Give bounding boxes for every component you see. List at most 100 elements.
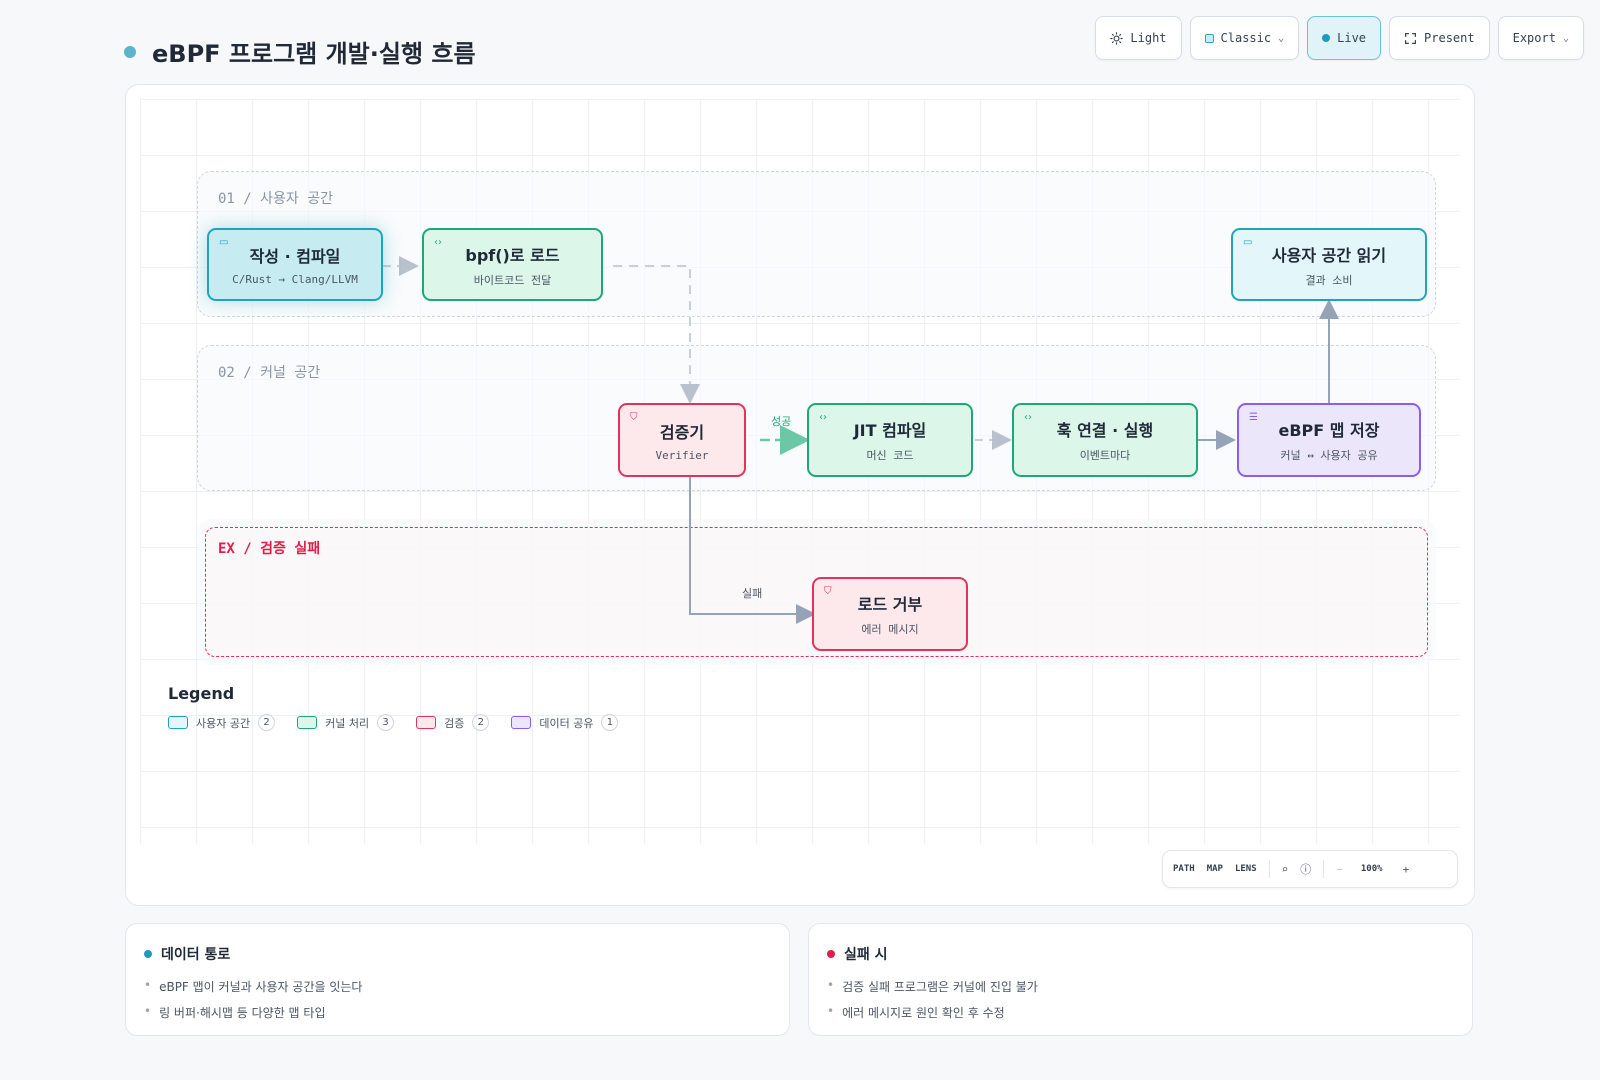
- legend-count: 2: [258, 714, 276, 731]
- legend-label: 사용자 공간: [196, 716, 251, 730]
- node-jit[interactable]: ‹› JIT 컴파일 머신 코드: [807, 403, 973, 477]
- export-label: Export: [1512, 31, 1556, 45]
- node-subtitle: 에러 메시지: [861, 623, 919, 636]
- node-subtitle: 머신 코드: [866, 449, 914, 462]
- zone-label: EX / 검증 실패: [218, 541, 321, 557]
- zone-verify-fail: EX / 검증 실패: [197, 519, 1436, 665]
- node-title: JIT 컴파일: [853, 421, 927, 440]
- shield-icon: ⛉: [630, 412, 638, 423]
- node-title: 로드 거부: [857, 595, 923, 614]
- list-item: 에러 메시지로 원인 확인 후 수정: [827, 1004, 1454, 1021]
- info-card-on-failure: 실패 시 검증 실패 프로그램은 커널에 진입 불가 에러 메시지로 원인 확인…: [808, 923, 1473, 1036]
- node-compile[interactable]: ▭ 작성 · 컴파일 C/Rust → Clang/LLVM: [207, 228, 383, 301]
- theme-label: Classic: [1220, 31, 1272, 45]
- status-dot-icon: [827, 950, 835, 958]
- list-item: eBPF 맵이 커널과 사용자 공간을 잇는다: [144, 978, 771, 995]
- edge-load-verifier: [613, 265, 700, 404]
- node-user-read[interactable]: ▭ 사용자 공간 읽기 결과 소비: [1231, 228, 1427, 301]
- map-button[interactable]: MAP: [1206, 864, 1223, 874]
- theme-select[interactable]: Classic ⌄: [1189, 16, 1300, 60]
- legend-item-verify[interactable]: 검증 2: [416, 714, 490, 731]
- legend-swatch: [416, 716, 437, 729]
- legend-swatch: [168, 716, 188, 729]
- legend-label: 검증: [444, 716, 465, 730]
- help-icon[interactable]: ⓘ: [1300, 863, 1312, 876]
- node-subtitle: 커널 ↔ 사용자 공유: [1280, 449, 1378, 462]
- title-area: eBPF 프로그램 개발·실행 흐름: [124, 34, 476, 69]
- status-dot-icon: [144, 950, 152, 958]
- database-icon: ☰: [1249, 412, 1258, 423]
- sun-icon: [1110, 31, 1124, 45]
- live-button[interactable]: Live: [1307, 16, 1382, 60]
- chevron-down-icon: ⌄: [1278, 32, 1285, 44]
- divider: [1323, 860, 1325, 878]
- node-subtitle: 결과 소비: [1305, 273, 1353, 287]
- node-title: bpf()로 로드: [465, 245, 560, 265]
- node-verifier[interactable]: ⛉ 검증기 Verifier: [618, 403, 746, 477]
- node-subtitle: 바이트코드 전달: [473, 273, 552, 287]
- info-card-header: 실패 시: [827, 944, 1454, 964]
- legend-item-user[interactable]: 사용자 공간 2: [168, 714, 276, 731]
- info-card-title: 실패 시: [844, 947, 888, 963]
- edge-label-success: 성공: [771, 415, 792, 428]
- edge-verifier-reject: [689, 477, 816, 624]
- window-icon: ▭: [1243, 237, 1253, 248]
- node-title: 훅 연결 · 실행: [1056, 421, 1154, 440]
- present-button[interactable]: Present: [1389, 16, 1490, 60]
- toolbar: Light Classic ⌄ Live Present Export ⌄: [1095, 16, 1584, 60]
- node-title: eBPF 맵 저장: [1278, 421, 1380, 440]
- diagram-canvas[interactable]: 01 / 사용자 공간 02 / 커널 공간 EX / 검증 실패 성공 실패 …: [125, 84, 1475, 906]
- legend-label: 데이터 공유: [539, 716, 594, 730]
- node-load[interactable]: ‹› bpf()로 로드 바이트코드 전달: [422, 228, 603, 301]
- code-icon: ‹›: [1024, 412, 1032, 423]
- legend-item-data[interactable]: 데이터 공유 1: [511, 714, 619, 731]
- legend-item-kernel[interactable]: 커널 처리 3: [297, 714, 395, 731]
- shield-icon: ⛉: [824, 586, 832, 597]
- node-ebpf-map[interactable]: ☰ eBPF 맵 저장 커널 ↔ 사용자 공유: [1237, 403, 1421, 477]
- node-subtitle: Verifier: [655, 448, 709, 462]
- light-label: Light: [1130, 31, 1167, 45]
- node-hook[interactable]: ‹› 훅 연결 · 실행 이벤트마다: [1012, 403, 1198, 477]
- list-item: 검증 실패 프로그램은 커널에 진입 불가: [827, 978, 1454, 995]
- page-title: eBPF 프로그램 개발·실행 흐름: [152, 40, 476, 68]
- theme-swatch-icon: [1204, 33, 1214, 43]
- zone-label: 02 / 커널 공간: [218, 365, 321, 381]
- zoom-out-button[interactable]: −: [1336, 862, 1343, 876]
- live-label: Live: [1337, 31, 1367, 45]
- legend: 사용자 공간 2 커널 처리 3 검증 2 데이터 공유 1: [168, 714, 619, 731]
- node-title: 사용자 공간 읽기: [1271, 245, 1387, 265]
- info-card-title: 데이터 통로: [161, 947, 231, 963]
- path-button[interactable]: PATH: [1173, 864, 1195, 874]
- node-title: 검증기: [659, 422, 705, 442]
- info-card-data-path: 데이터 통로 eBPF 맵이 커널과 사용자 공간을 잇는다 링 버퍼·해시맵 …: [125, 923, 790, 1036]
- legend-count: 3: [377, 714, 395, 731]
- node-title: 작성 · 컴파일: [249, 247, 341, 266]
- legend-count: 1: [601, 714, 619, 731]
- legend-label: 커널 처리: [325, 716, 370, 730]
- title-dot: [124, 45, 136, 58]
- edge-label-fail: 실패: [742, 587, 763, 600]
- live-dot-icon: [1322, 34, 1331, 42]
- canvas-controls: PATH MAP LENS ⌕ ⓘ − 100% +: [1162, 850, 1458, 888]
- legend-swatch: [511, 716, 532, 729]
- zone-user-space: 01 / 사용자 공간: [197, 171, 1436, 317]
- zoom-level: 100%: [1360, 864, 1383, 874]
- legend-count: 2: [472, 714, 490, 731]
- legend-swatch: [297, 716, 318, 729]
- lens-button[interactable]: LENS: [1234, 864, 1257, 874]
- zone-label: 01 / 사용자 공간: [218, 191, 333, 207]
- list-item: 링 버퍼·해시맵 등 다양한 맵 타입: [144, 1004, 771, 1021]
- window-icon: ▭: [219, 237, 229, 248]
- node-load-reject[interactable]: ⛉ 로드 거부 에러 메시지: [812, 577, 968, 651]
- node-subtitle: C/Rust → Clang/LLVM: [232, 273, 358, 286]
- light-button[interactable]: Light: [1095, 16, 1182, 60]
- fullscreen-icon: [1405, 32, 1417, 44]
- zoom-in-button[interactable]: +: [1402, 862, 1410, 876]
- search-icon[interactable]: ⌕: [1281, 862, 1289, 876]
- edges-layer: [383, 256, 1339, 624]
- legend-title: Legend: [168, 684, 235, 703]
- export-button[interactable]: Export ⌄: [1497, 16, 1584, 60]
- info-card-header: 데이터 통로: [144, 944, 771, 964]
- chevron-down-icon: ⌄: [1562, 32, 1569, 44]
- code-icon: ‹›: [434, 237, 442, 248]
